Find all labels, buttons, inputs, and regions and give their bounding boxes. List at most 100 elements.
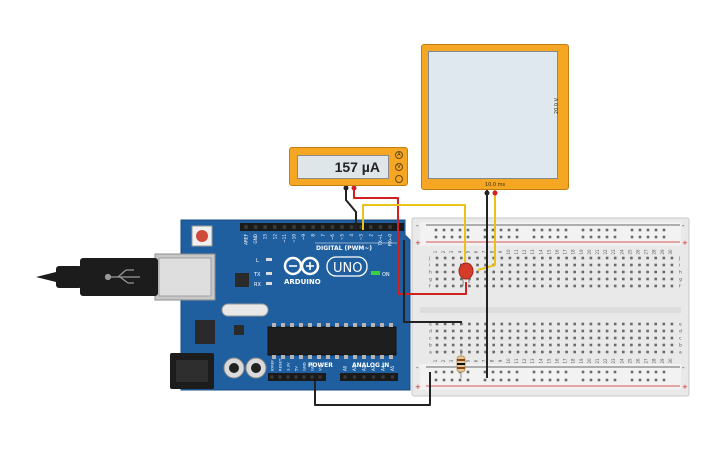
bb-hole[interactable] xyxy=(524,256,528,260)
bb-hole[interactable] xyxy=(605,343,609,347)
bb-hole[interactable] xyxy=(638,329,641,333)
bb-hole[interactable] xyxy=(654,284,657,288)
bb-hole[interactable] xyxy=(492,350,495,354)
bb-hole[interactable] xyxy=(613,336,617,340)
bb-hole[interactable] xyxy=(435,322,439,326)
bb-hole[interactable] xyxy=(622,263,625,267)
bb-hole[interactable] xyxy=(484,336,487,340)
rail-hole[interactable] xyxy=(589,370,593,374)
rail-hole[interactable] xyxy=(548,235,552,239)
bb-hole[interactable] xyxy=(532,256,536,260)
bb-hole[interactable] xyxy=(443,270,447,274)
bb-hole[interactable] xyxy=(508,336,512,340)
rail-hole[interactable] xyxy=(564,228,568,232)
bb-hole[interactable] xyxy=(622,343,625,347)
bb-hole[interactable] xyxy=(622,329,625,333)
bb-hole[interactable] xyxy=(605,336,609,340)
bb-hole[interactable] xyxy=(622,270,625,274)
bb-hole[interactable] xyxy=(597,350,601,354)
rail-hole[interactable] xyxy=(589,378,593,382)
bb-hole[interactable] xyxy=(589,343,593,347)
bb-hole[interactable] xyxy=(565,329,568,333)
bb-hole[interactable] xyxy=(638,350,641,354)
bb-hole[interactable] xyxy=(565,270,568,274)
rail-hole[interactable] xyxy=(515,235,519,239)
rail-hole[interactable] xyxy=(532,228,536,232)
bb-hole[interactable] xyxy=(622,256,625,260)
bb-hole[interactable] xyxy=(484,329,487,333)
bb-hole[interactable] xyxy=(508,263,512,267)
bb-hole[interactable] xyxy=(541,284,544,288)
bb-hole[interactable] xyxy=(451,322,455,326)
rail-hole[interactable] xyxy=(458,378,462,382)
bb-hole[interactable] xyxy=(541,270,544,274)
digital-pin-hole[interactable] xyxy=(292,225,296,229)
bb-hole[interactable] xyxy=(654,329,657,333)
bb-hole[interactable] xyxy=(605,329,609,333)
bb-hole[interactable] xyxy=(638,263,641,267)
rail-hole[interactable] xyxy=(646,378,650,382)
rail-hole[interactable] xyxy=(589,228,593,232)
rail-hole[interactable] xyxy=(434,228,438,232)
bb-hole[interactable] xyxy=(630,350,633,354)
led-component[interactable] xyxy=(458,262,474,286)
bb-hole[interactable] xyxy=(524,277,528,281)
bb-hole[interactable] xyxy=(654,343,657,347)
bb-hole[interactable] xyxy=(492,277,495,281)
rail-hole[interactable] xyxy=(638,370,642,374)
bb-hole[interactable] xyxy=(581,263,585,267)
bb-hole[interactable] xyxy=(460,336,463,340)
rail-hole[interactable] xyxy=(515,370,519,374)
bb-hole[interactable] xyxy=(451,343,455,347)
bb-hole[interactable] xyxy=(508,256,512,260)
analog-pin-hole[interactable] xyxy=(352,375,357,379)
bb-hole[interactable] xyxy=(581,270,585,274)
bb-hole[interactable] xyxy=(484,322,487,326)
rail-hole[interactable] xyxy=(515,228,519,232)
rail-hole[interactable] xyxy=(450,378,454,382)
bb-hole[interactable] xyxy=(581,256,585,260)
bb-hole[interactable] xyxy=(597,322,601,326)
bb-hole[interactable] xyxy=(532,284,536,288)
power-pin-hole[interactable] xyxy=(302,375,306,379)
bb-hole[interactable] xyxy=(605,270,609,274)
bb-hole[interactable] xyxy=(670,256,674,260)
bb-hole[interactable] xyxy=(589,336,593,340)
rail-hole[interactable] xyxy=(597,378,601,382)
rail-hole[interactable] xyxy=(458,235,462,239)
bb-hole[interactable] xyxy=(549,263,552,267)
bb-hole[interactable] xyxy=(476,263,479,267)
rail-hole[interactable] xyxy=(564,235,568,239)
bb-hole[interactable] xyxy=(532,343,536,347)
rail-hole[interactable] xyxy=(654,370,658,374)
rail-hole[interactable] xyxy=(434,235,438,239)
bb-hole[interactable] xyxy=(541,343,544,347)
rail-hole[interactable] xyxy=(491,228,495,232)
bb-hole[interactable] xyxy=(508,350,512,354)
rail-hole[interactable] xyxy=(597,235,601,239)
bb-hole[interactable] xyxy=(589,270,593,274)
rail-hole[interactable] xyxy=(662,378,666,382)
bb-hole[interactable] xyxy=(581,336,585,340)
rail-hole[interactable] xyxy=(638,378,642,382)
bb-hole[interactable] xyxy=(476,322,479,326)
bb-hole[interactable] xyxy=(549,256,552,260)
bb-hole[interactable] xyxy=(541,329,544,333)
rail-hole[interactable] xyxy=(556,235,560,239)
bb-hole[interactable] xyxy=(638,284,641,288)
rail-hole[interactable] xyxy=(466,235,470,239)
rail-hole[interactable] xyxy=(581,235,585,239)
terminal-a[interactable]: A xyxy=(395,151,403,159)
power-pin-hole[interactable] xyxy=(310,375,314,379)
bb-hole[interactable] xyxy=(670,322,674,326)
bb-hole[interactable] xyxy=(646,270,649,274)
rail-hole[interactable] xyxy=(646,235,650,239)
digital-pin-hole[interactable] xyxy=(388,225,392,229)
bb-hole[interactable] xyxy=(516,263,520,267)
bb-hole[interactable] xyxy=(565,350,568,354)
rail-hole[interactable] xyxy=(507,235,511,239)
rail-hole[interactable] xyxy=(605,370,609,374)
bb-hole[interactable] xyxy=(549,350,552,354)
digital-pin-hole[interactable] xyxy=(282,225,287,229)
rail-hole[interactable] xyxy=(499,235,503,239)
